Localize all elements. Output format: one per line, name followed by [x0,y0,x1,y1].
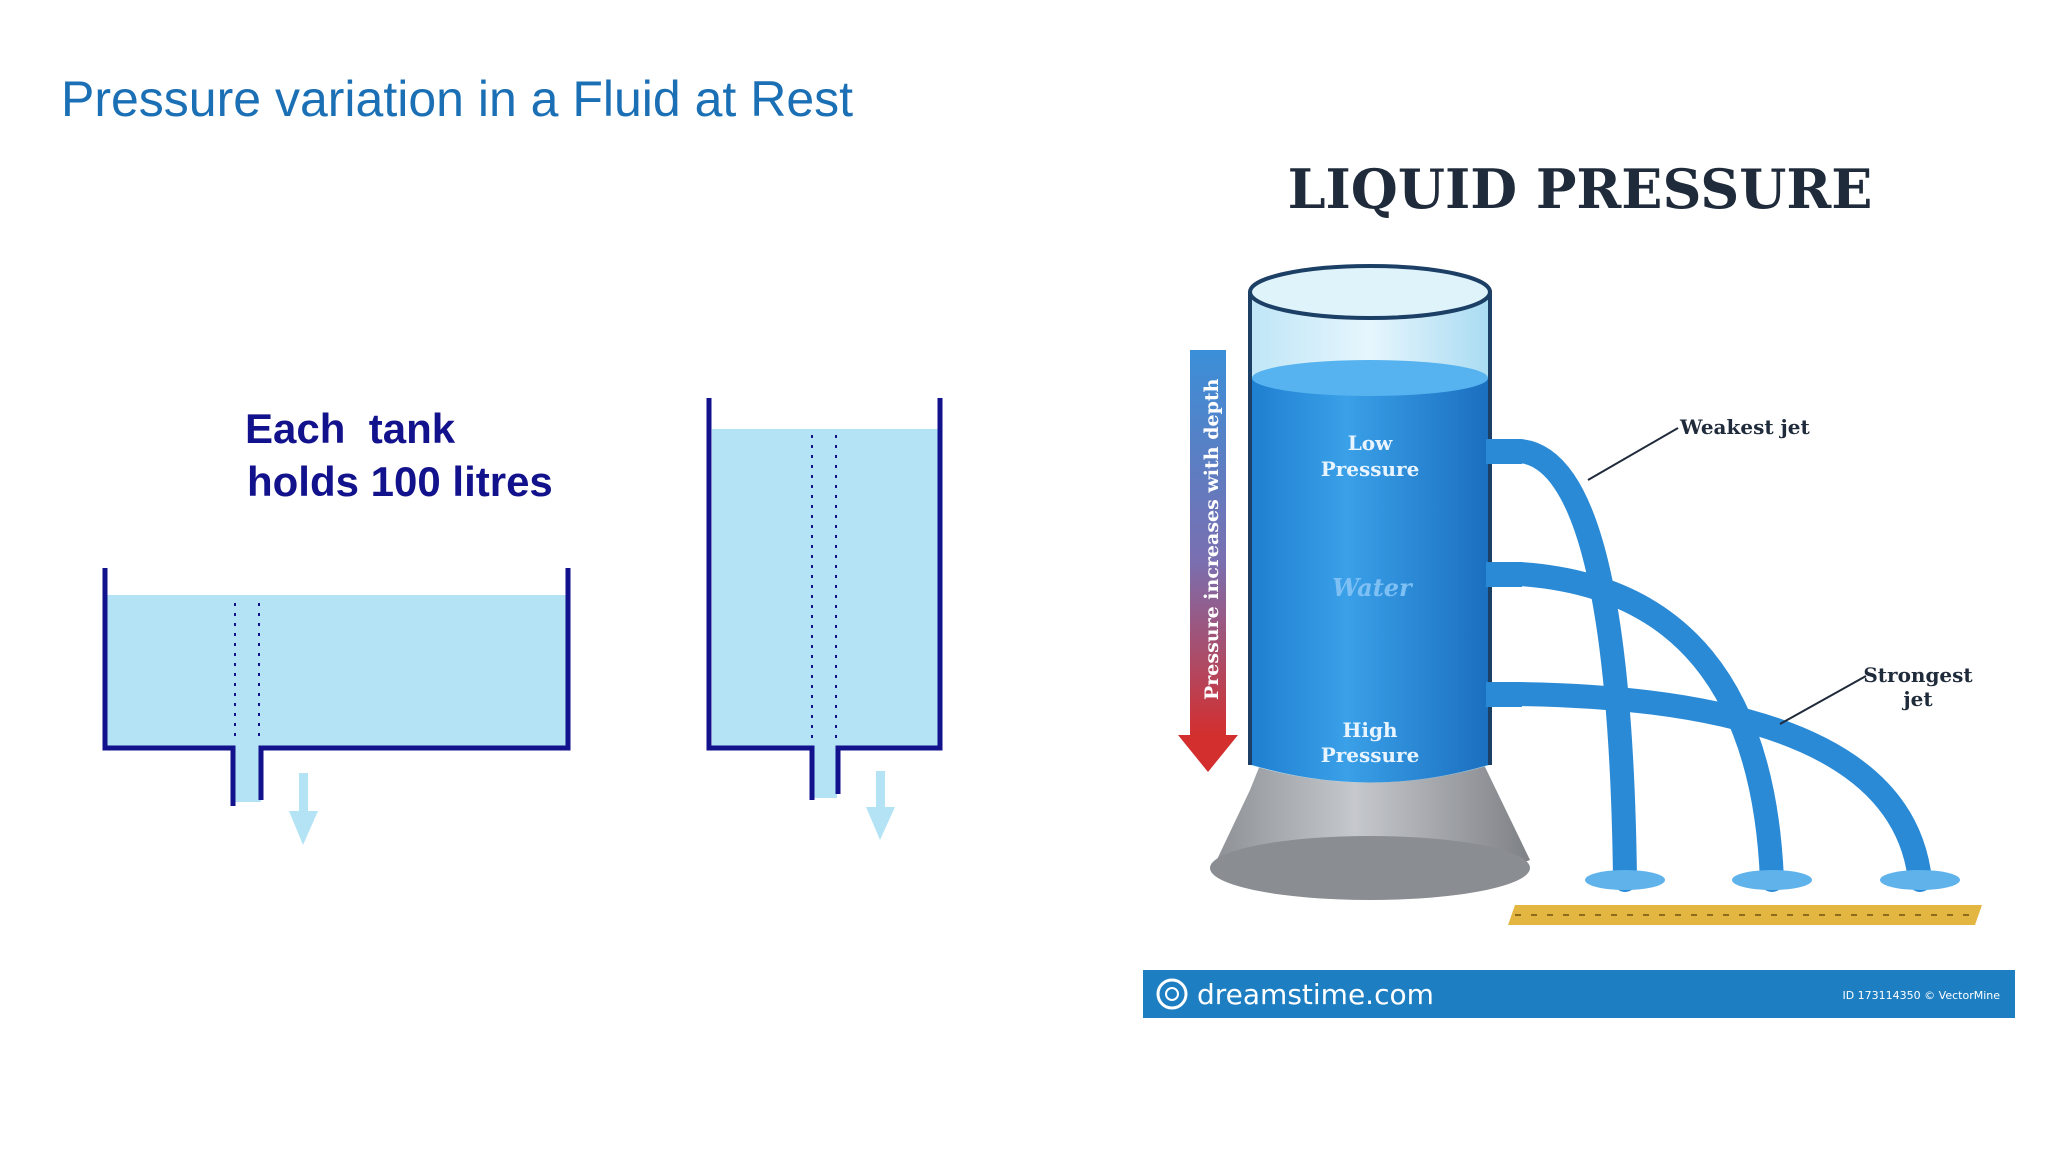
tall-tank-outlet-water [813,744,837,798]
base-bottom [1210,836,1530,900]
slide-title: Pressure variation in a Fluid at Rest [61,71,854,127]
jet-weakest [1508,439,1637,892]
strongest-jet-label-line2: jet [1901,687,1933,711]
banner-brand: dreamstime.com [1197,978,1434,1011]
high-pressure-label-line2: Pressure [1321,743,1420,767]
splash [1585,870,1665,890]
splash [1732,870,1812,890]
stock-banner [1143,970,2015,1018]
jet-middle [1508,562,1784,892]
weakest-jet-leader [1587,427,1679,481]
weakest-jet-label: Weakest jet [1679,415,1811,439]
depth-arrow: Pressure increases with depth [1178,350,1238,772]
cylinder-top-rim [1248,264,1492,320]
tall-tank-flow-arrow [866,771,895,840]
low-pressure-label-line2: Pressure [1321,457,1420,481]
tall-tank-water [712,429,938,746]
tank-caption-line2: holds 100 litres [247,458,553,505]
spiral-logo-icon [1156,978,1188,1010]
tall-tank [706,398,943,840]
strongest-jet-label-line1: Strongest [1863,663,1973,687]
wide-tank-water [106,595,566,746]
jet-strongest [1508,682,1932,892]
liquid-pressure-illustration: LIQUID PRESSURE Pressure increases with … [1143,157,2015,1018]
tall-tank-outline [706,398,943,800]
depth-arrow-label: Pressure increases with depth [1201,378,1223,700]
water-label: Water [1332,573,1414,602]
water-surface [1252,360,1488,396]
splash [1880,870,1960,890]
banner-id: ID 173114350 © VectorMine [1842,989,2000,1002]
low-pressure-label-line1: Low [1348,431,1393,455]
wide-tank [102,568,571,845]
tank-caption-line1: Each tank [245,405,456,452]
strongest-jet-leader [1779,675,1867,725]
wide-tank-flow-arrow [289,773,318,845]
wide-tank-outlet-water [233,744,261,802]
cylinder-water [1252,378,1488,783]
wide-tank-outline [102,568,571,806]
high-pressure-label-line1: High [1342,718,1397,742]
illustration-title: LIQUID PRESSURE [1288,157,1873,221]
